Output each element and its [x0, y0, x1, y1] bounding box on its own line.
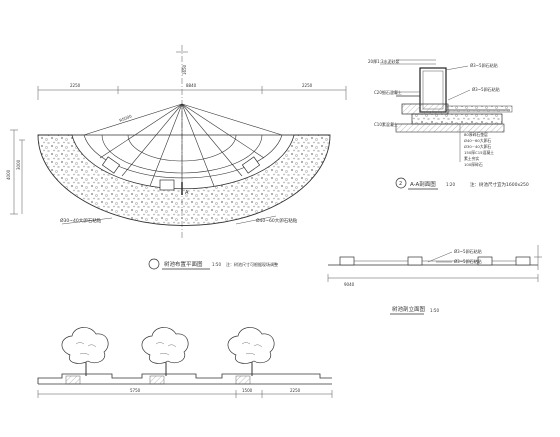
section-structure: [380, 59, 513, 133]
elevation-dim-3: 2250: [290, 388, 301, 393]
section-label-4: Ø3~5卵石粘贴: [472, 86, 500, 92]
plan-title: 树池布置平面图: [164, 260, 203, 268]
plan-leaders: Ø30~40大卵石粘贴 Ø40~60大卵石粘贴: [60, 215, 298, 225]
tree-elevation: 5750 1500 2250: [37, 327, 333, 398]
leader-right-text: Ø40~60大卵石粘贴: [256, 217, 298, 224]
section-label-1: 20厚1:3水泥砂浆: [368, 58, 400, 64]
plan-note: 注：树池尺寸可根据现场调整: [226, 261, 278, 267]
section-mark-label: A: [185, 190, 189, 196]
plan-title-block: 树池布置平面图 1:50 注：树池尺寸可根据现场调整: [148, 258, 278, 270]
elevation-label-1: Ø3~5卵石粘贴: [454, 248, 482, 254]
leader-left-text: Ø30~40大卵石粘贴: [60, 217, 102, 224]
section-label-9: 150厚C15混凝土: [464, 150, 494, 155]
left-dimension-lines: 4000 3000: [6, 129, 25, 215]
tree-1: [61, 327, 109, 376]
section-label-11: 100厚碎石: [464, 162, 483, 167]
ground-profile: [37, 373, 332, 385]
fan-arcs: [101, 134, 263, 174]
section-label-3: C20细石混凝土: [374, 89, 402, 95]
section-mark-a: A: [181, 182, 189, 238]
dim-left-outer: 4000: [6, 169, 11, 180]
elevation-dim-1: 5750: [130, 388, 141, 393]
section-right-labels: Ø3~5卵石粘贴 Ø3~5卵石粘贴 80厚碎石垫层 Ø40~60大卵石 Ø30~…: [445, 62, 500, 167]
dim-top-left: 2250: [70, 83, 81, 88]
section-note: 注：树池尺寸宜为1600x250: [470, 181, 529, 188]
section-detail: 20厚1:3水泥砂浆 C20细石混凝土 C10素混凝土 Ø3~5卵石粘贴 Ø3~…: [368, 58, 529, 190]
tree-pits: [101, 156, 261, 191]
elevation-label-2: Ø3~5卵石粘贴: [454, 258, 482, 264]
dim-top-mid: 8840: [186, 83, 197, 88]
fan-radial-lines: [83, 103, 283, 190]
plan-view: 2250 8840 2250 1650 4000 3000: [6, 45, 347, 270]
section-label-8: Ø30~40大卵石: [464, 144, 491, 149]
elevation-dim-2: 1500: [242, 388, 253, 393]
section-title-num: 2: [399, 181, 402, 187]
tree-3: [227, 327, 275, 376]
dim-vert-top: 1650: [182, 64, 187, 75]
section-label-6: 80厚碎石垫层: [464, 132, 488, 137]
elevation-dims: 5750 1500 2250: [37, 388, 333, 398]
section-title-block: 2 A-A剖面图 1:20 注：树池尺寸宜为1600x250: [395, 177, 529, 190]
radius-label: R5000: [119, 113, 133, 123]
tree-2: [141, 327, 189, 376]
elevation-detail-title: 树池剖立面图: [392, 305, 426, 313]
section-scale: 1:20: [446, 182, 455, 187]
section-label-2: Ø3~5卵石粘贴: [470, 62, 498, 68]
section-title: A-A剖面图: [410, 180, 436, 188]
elevation-dim-bottom: 9040: [344, 282, 355, 287]
section-label-5: C10素混凝土: [374, 121, 398, 127]
dim-left-inner: 3000: [16, 159, 21, 170]
dim-top-right: 2250: [302, 83, 313, 88]
elevation-detail: Ø3~5卵石粘贴 Ø3~5卵石粘贴 9040 树池剖立面图 1:50: [327, 245, 542, 315]
section-label-7: Ø40~60大卵石: [464, 138, 491, 143]
section-label-10: 素土夯实: [464, 156, 479, 161]
top-dimension-line: 2250 8840 2250: [37, 83, 347, 100]
elevation-detail-scale: 1:50: [430, 308, 439, 313]
plan-scale: 1:50: [212, 262, 221, 267]
